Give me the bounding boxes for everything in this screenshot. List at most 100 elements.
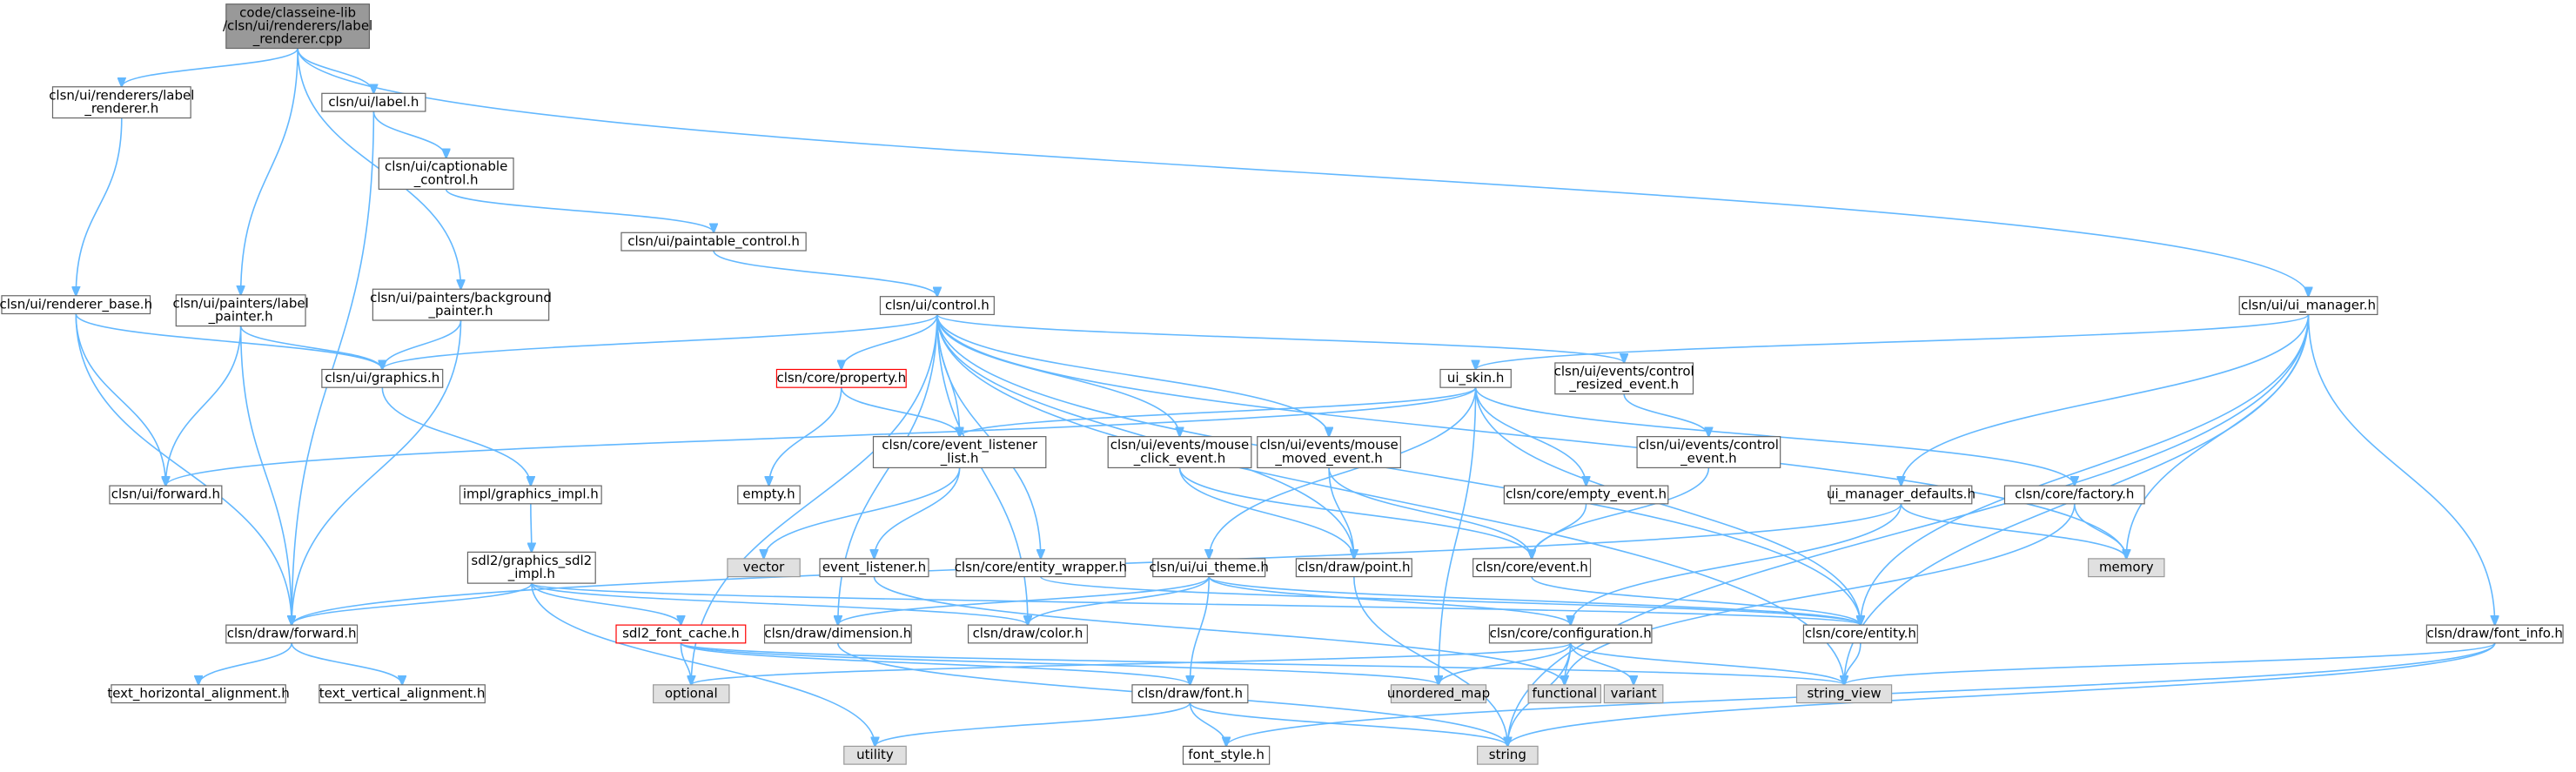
node-label: vector (743, 559, 785, 574)
node-empty_event[interactable]: clsn/core/empty_event.h (1503, 485, 1669, 505)
node-label: clsn/ui/events/mouse (1110, 437, 1249, 453)
node-label: _control.h (413, 171, 479, 188)
edge-graphics_impl-to-sdl2_graphics (531, 503, 532, 553)
node-ui_forward[interactable]: clsn/ui/forward.h (109, 485, 223, 505)
node-text_h_align[interactable]: text_horizontal_alignment.h (107, 684, 290, 704)
node-label: clsn/ui/paintable_control.h (627, 233, 800, 250)
node-label: memory (2099, 559, 2154, 574)
edge-sdl2_graphics-to-core_entity (531, 582, 1861, 625)
node-label: clsn/ui/ui_manager.h (2241, 297, 2376, 313)
node-empty_h[interactable]: empty.h (737, 485, 801, 505)
node-core_event[interactable]: clsn/core/event.h (1472, 558, 1592, 578)
node-label_painter[interactable]: clsn/ui/painters/label_painter.h (172, 294, 309, 327)
node-label: _event.h (1680, 450, 1737, 467)
edge-sdl2_graphics-to-utility (531, 583, 875, 746)
node-label_h[interactable]: clsn/ui/label.h (321, 92, 426, 112)
node-font_info[interactable]: clsn/draw/font_info.h (2425, 624, 2564, 644)
edge-renderer_base-to-ui_forward (75, 313, 165, 486)
node-label: clsn/core/property.h (776, 370, 906, 386)
node-property_h[interactable]: clsn/core/property.h (775, 368, 907, 388)
node-graphics_h[interactable]: clsn/ui/graphics.h (321, 368, 444, 388)
node-mouse_moved[interactable]: clsn/ui/events/mouse_moved_event.h (1257, 436, 1401, 469)
edge-draw_forward-to-text_h_align (198, 642, 292, 685)
node-draw_forward[interactable]: clsn/draw/forward.h (225, 624, 359, 644)
node-box-control_resized (1554, 362, 1694, 395)
node-control_event[interactable]: clsn/ui/events/control_event.h (1636, 436, 1781, 469)
edge-draw_font-to-string (1189, 702, 1507, 747)
node-draw_color[interactable]: clsn/draw/color.h (967, 624, 1089, 644)
node-box-string_view (1795, 684, 1893, 704)
edge-root-to-label_painter (241, 48, 299, 295)
node-text_v_align[interactable]: text_vertical_alignment.h (319, 684, 486, 704)
node-box-label_h (321, 92, 426, 112)
edge-core_event-to-core_entity (1531, 576, 1861, 626)
edge-draw_font-to-utility (875, 702, 1191, 747)
node-ui_skin[interactable]: ui_skin.h (1439, 368, 1512, 388)
edge-factory_h-to-memory (2074, 503, 2126, 559)
node-label_renderer_h[interactable]: clsn/ui/renderers/label_renderer.h (49, 86, 194, 119)
node-ui_manager_defaults[interactable]: ui_manager_defaults.h (1827, 485, 1976, 505)
node-factory_h[interactable]: clsn/core/factory.h (2003, 485, 2145, 505)
edge-event_listener_list-to-event_listener_h (874, 467, 961, 558)
edge-root-to-label_renderer_h (122, 48, 299, 87)
node-box-event_listener_list (872, 436, 1047, 469)
node-label: clsn/draw/font.h (1137, 685, 1243, 701)
node-control_h[interactable]: clsn/ui/control.h (879, 296, 995, 316)
node-box-core_entity (1802, 624, 1918, 644)
node-event_listener_list[interactable]: clsn/core/event_listener_list.h (872, 436, 1047, 469)
node-label: clsn/ui/label.h (328, 94, 419, 110)
node-sdl2_graphics[interactable]: sdl2/graphics_sdl2_impl.h (466, 551, 596, 584)
edge-label_painter-to-draw_forward (239, 326, 292, 626)
node-box-empty_event (1503, 485, 1669, 505)
node-captionable_control[interactable]: clsn/ui/captionable_control.h (378, 158, 514, 191)
node-label: optional (665, 685, 718, 701)
node-core_entity[interactable]: clsn/core/entity.h (1802, 624, 1918, 644)
node-graphics_impl[interactable]: impl/graphics_impl.h (459, 485, 602, 505)
node-label: string_view (1807, 685, 1881, 702)
node-label: clsn/ui/events/mouse (1259, 437, 1398, 453)
edge-ui_manager-to-ui_manager_defaults (1901, 314, 2310, 486)
edge-ui_skin-to-unordered_map (1439, 387, 1477, 685)
edge-ui_skin-to-empty_event (1474, 387, 1587, 486)
node-box-label_painter (175, 294, 306, 327)
edge-control_h-to-optional (691, 314, 938, 684)
node-control_resized[interactable]: clsn/ui/events/control_resized_event.h (1554, 362, 1694, 395)
edge-renderer_base-to-draw_forward (75, 313, 292, 625)
node-label: clsn/ui/renderer_base.h (0, 296, 152, 312)
node-label: _click_event.h (1133, 450, 1226, 467)
node-draw_dimension[interactable]: clsn/draw/dimension.h (763, 624, 912, 644)
node-configuration[interactable]: clsn/core/configuration.h (1488, 624, 1653, 644)
node-draw_point[interactable]: clsn/draw/point.h (1295, 558, 1412, 578)
node-font_style[interactable]: font_style.h (1182, 745, 1271, 765)
edge-font_info-to-string_view (1844, 642, 2496, 685)
node-ui_manager[interactable]: clsn/ui/ui_manager.h (2238, 296, 2378, 316)
node-mouse_click[interactable]: clsn/ui/events/mouse_click_event.h (1107, 436, 1252, 469)
edge-captionable_control-to-paintable_control (445, 189, 714, 232)
edge-ui_manager-to-string (1507, 314, 2310, 746)
node-entity_wrapper[interactable]: clsn/core/entity_wrapper.h (955, 558, 1127, 578)
node-label: _painter.h (208, 308, 273, 325)
node-box-control_event (1636, 436, 1781, 469)
node-box-control_h (879, 296, 995, 316)
node-root[interactable]: code/classeine-lib/clsn/ui/renderers/lab… (223, 3, 372, 50)
node-box-ui_manager (2238, 296, 2378, 316)
edge-label_painter-to-ui_forward (165, 326, 242, 487)
node-renderer_base[interactable]: clsn/ui/renderer_base.h (0, 295, 152, 315)
node-label: unordered_map (1387, 685, 1490, 702)
node-box-memory (2088, 558, 2165, 578)
node-ui_theme[interactable]: clsn/ui/ui_theme.h (1150, 558, 1269, 578)
node-paintable_control[interactable]: clsn/ui/paintable_control.h (621, 232, 807, 252)
node-label: sdl2/graphics_sdl2 (471, 553, 592, 569)
node-label: clsn/draw/forward.h (227, 626, 357, 641)
node-draw_font[interactable]: clsn/draw/font.h (1131, 684, 1249, 704)
node-sdl2_font_cache[interactable]: sdl2_font_cache.h (615, 624, 747, 644)
edge-entity_wrapper-to-core_entity (1040, 575, 1861, 626)
node-box-renderer_base (1, 295, 151, 315)
node-label: string (1489, 747, 1526, 762)
node-vector: vector (727, 558, 801, 578)
node-event_listener_h[interactable]: event_listener.h (819, 558, 929, 578)
node-label: _impl.h (507, 566, 555, 582)
node-background_painter[interactable]: clsn/ui/painters/background_painter.h (370, 288, 552, 321)
node-string_view: string_view (1795, 684, 1893, 704)
edge-draw_forward-to-text_v_align (291, 642, 402, 685)
